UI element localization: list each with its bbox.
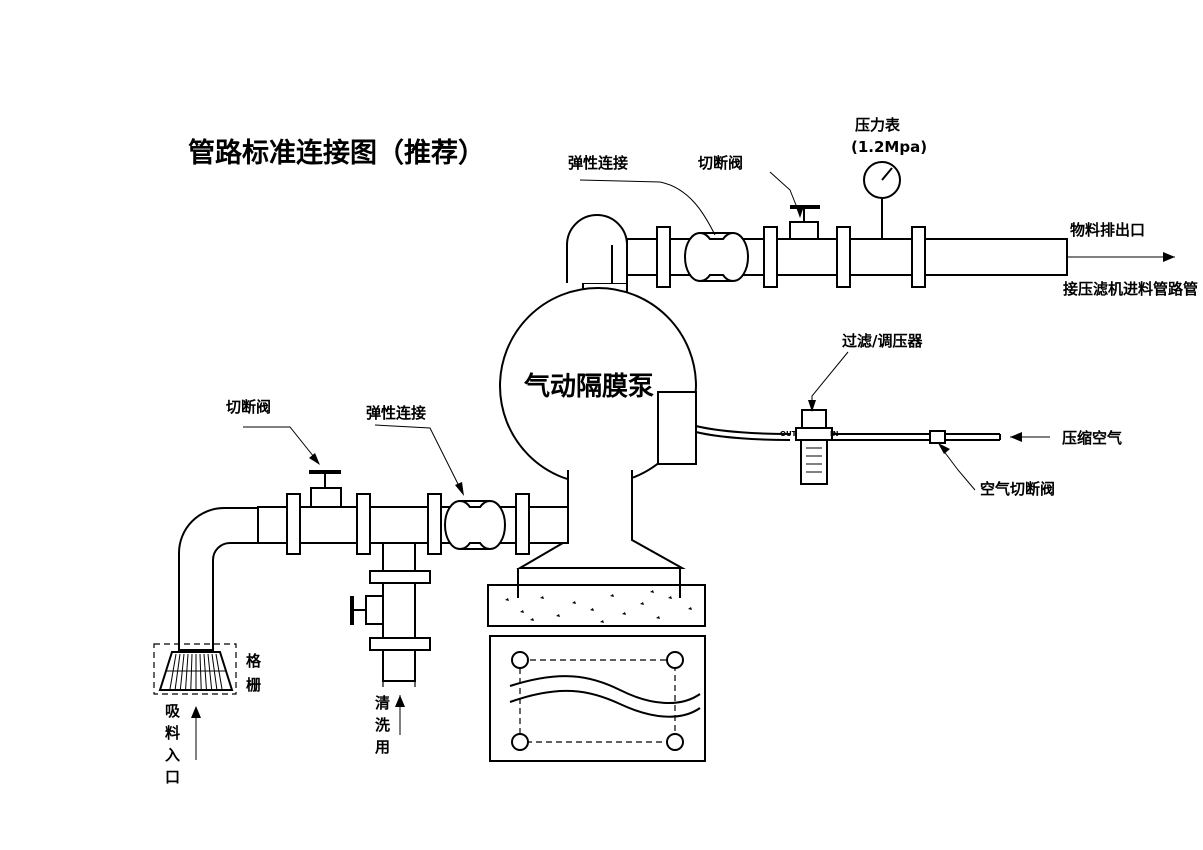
diaphragm-pump: 气动隔膜泵 bbox=[499, 282, 697, 569]
concrete-speckle bbox=[610, 594, 614, 597]
svg-text:料: 料 bbox=[165, 724, 180, 742]
filter-regulator-label: 过滤/调压器 bbox=[842, 332, 923, 350]
outlet-gooseneck bbox=[566, 214, 628, 283]
svg-text:口: 口 bbox=[165, 768, 180, 786]
shutoff-valve-top-label: 切断阀 bbox=[698, 154, 743, 172]
concrete-speckle bbox=[505, 598, 509, 601]
shutoff-valve-top[interactable] bbox=[789, 205, 820, 240]
concrete-speckle bbox=[590, 608, 594, 611]
cleaning-branch bbox=[350, 542, 431, 735]
shutoff-valve-left-label: 切断阀 bbox=[226, 398, 271, 416]
grille-bar bbox=[190, 653, 193, 690]
leader-lines bbox=[243, 171, 976, 496]
svg-text:栅: 栅 bbox=[246, 676, 261, 694]
flange bbox=[656, 226, 671, 288]
frl-in-label: IN bbox=[830, 430, 839, 438]
foundation-plan bbox=[489, 635, 706, 762]
suction-pipe bbox=[178, 470, 569, 651]
grille-bar bbox=[185, 653, 189, 690]
concrete-speckle bbox=[650, 590, 654, 593]
flange bbox=[369, 570, 431, 584]
concrete-speckle bbox=[540, 596, 544, 599]
grille-bar bbox=[211, 653, 218, 690]
filter-regulator[interactable]: OUT IN bbox=[780, 409, 839, 485]
concrete-speckle bbox=[622, 612, 626, 615]
grille-bar bbox=[203, 653, 207, 690]
concrete-speckle bbox=[640, 602, 644, 605]
concrete-speckle bbox=[656, 616, 660, 619]
concrete-speckle bbox=[668, 596, 672, 599]
concrete-speckle bbox=[572, 601, 576, 604]
flange bbox=[763, 226, 778, 288]
shutoff-valve-left[interactable] bbox=[309, 470, 342, 508]
discharge-pipe bbox=[626, 161, 1175, 288]
pressure-gauge-range-label: (1.2Mpa) bbox=[851, 138, 927, 156]
grille-bar bbox=[174, 653, 181, 690]
svg-text:洗: 洗 bbox=[375, 716, 390, 734]
flange bbox=[911, 226, 926, 288]
air-supply-line bbox=[695, 425, 1050, 444]
grille-bar bbox=[207, 653, 213, 690]
pressure-gauge-label: 压力表 bbox=[855, 116, 901, 134]
flange bbox=[286, 493, 301, 555]
svg-text:格: 格 bbox=[246, 652, 262, 670]
suction-inlet-label: 吸 料 入 口 bbox=[165, 702, 181, 786]
svg-text:用: 用 bbox=[375, 738, 390, 756]
compressed-air-label: 压缩空气 bbox=[1062, 429, 1122, 447]
concrete-speckle bbox=[530, 618, 534, 621]
concrete-base bbox=[487, 568, 706, 627]
concrete-speckle bbox=[520, 610, 524, 613]
grille-bar bbox=[169, 653, 177, 690]
flange bbox=[836, 226, 851, 288]
cleaning-valve[interactable] bbox=[350, 595, 384, 625]
cleaning-label: 清 洗 用 bbox=[375, 694, 390, 756]
concrete-speckle bbox=[556, 614, 560, 617]
material-outlet-label: 物料排出口 bbox=[1070, 221, 1145, 239]
elastic-joint-top bbox=[684, 232, 749, 282]
svg-text:清: 清 bbox=[375, 694, 390, 712]
grille-bar bbox=[199, 653, 202, 690]
flange bbox=[427, 493, 442, 555]
elastic-joint-left bbox=[444, 500, 506, 550]
svg-text:入: 入 bbox=[165, 746, 180, 764]
grille-bar bbox=[179, 653, 185, 690]
outlet-arrow bbox=[1067, 252, 1175, 262]
flange bbox=[515, 493, 530, 555]
pump-label: 气动隔膜泵 bbox=[523, 371, 654, 402]
grille-label: 格 栅 bbox=[246, 652, 262, 694]
concrete-speckle bbox=[600, 620, 604, 623]
grille bbox=[153, 643, 237, 760]
elastic-joint-top-label: 弹性连接 bbox=[568, 154, 628, 172]
elastic-joint-left-label: 弹性连接 bbox=[366, 404, 426, 422]
frl-out-label: OUT bbox=[780, 430, 797, 438]
filter-press-inlet-label: 接压滤机进料管路管 bbox=[1063, 280, 1198, 298]
flange bbox=[369, 637, 431, 651]
grille-bar bbox=[215, 653, 223, 690]
concrete-speckle bbox=[688, 607, 692, 610]
pressure-gauge bbox=[863, 161, 901, 239]
flange bbox=[356, 493, 371, 555]
svg-text:吸: 吸 bbox=[165, 702, 181, 720]
diagram-title: 管路标准连接图（推荐） bbox=[188, 137, 485, 169]
air-shutoff-valve-label: 空气切断阀 bbox=[980, 480, 1055, 498]
